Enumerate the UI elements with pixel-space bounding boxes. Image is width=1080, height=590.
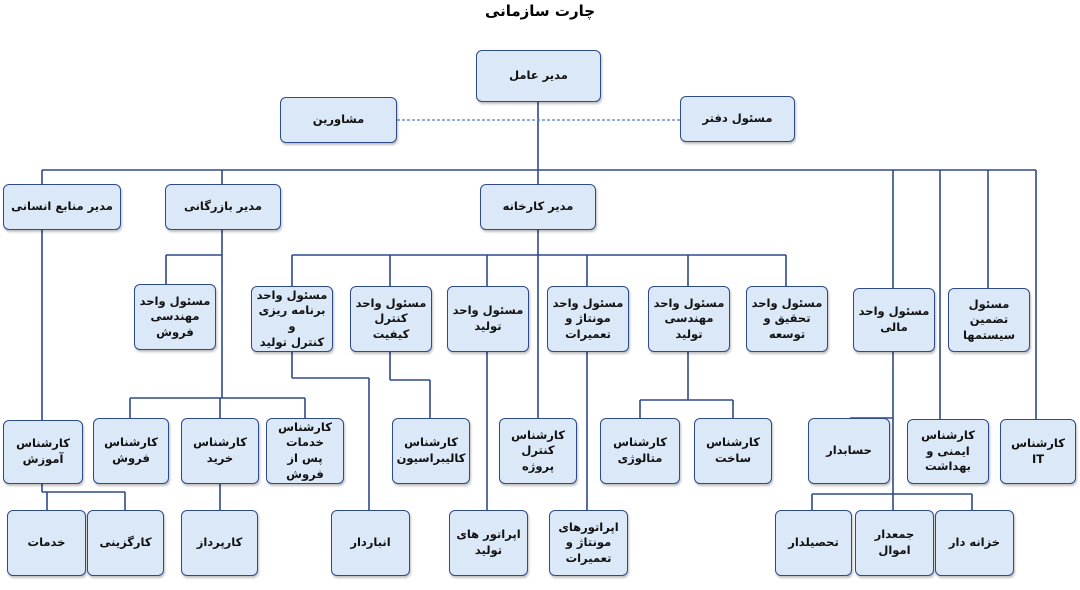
- node-asset-keeper: جمعدار اموال: [855, 510, 934, 576]
- node-recruitment: کارگزینی: [87, 510, 164, 576]
- node-sales-expert: کارشناس فروش: [93, 418, 169, 484]
- node-sales-engineering: مسئول واحد مهندسی فروش: [134, 284, 216, 350]
- node-advisors: مشاورین: [280, 97, 397, 143]
- chart-title: چارت سازمانی: [484, 2, 596, 20]
- node-construction-expert: کارشناس ساخت: [694, 418, 772, 484]
- node-research-development: مسئول واحد تحقیق و توسعه: [746, 286, 828, 352]
- node-ceo: مدیر عامل: [476, 50, 601, 102]
- node-metallurgy-expert: کارشناس متالوژی: [600, 418, 680, 484]
- node-factory: مدیر کارخانه: [480, 184, 596, 230]
- node-quality-control: مسئول واحد کنترل کیفیت: [350, 286, 432, 352]
- node-training-expert: کارشناس آموزش: [3, 420, 83, 484]
- node-assembly: مسئول واحد مونتاژ و تعمیرات: [547, 286, 629, 352]
- node-it-expert: کارشناس IT: [1000, 419, 1076, 484]
- node-production-operators: اپراتور های تولید: [449, 510, 528, 576]
- node-planning: مسئول واحد برنامه ریزی و کنترل تولید: [251, 286, 333, 352]
- node-treasurer: خزانه دار: [935, 510, 1014, 576]
- node-hse-expert: کارشناس ایمنی و بهداشت: [907, 419, 989, 484]
- node-production-engineering: مسئول واحد مهندسی تولید: [648, 286, 730, 352]
- node-commerce: مدیر بازرگانی: [165, 184, 281, 230]
- node-collector: تحصیلدار: [775, 510, 852, 576]
- node-accountant: حسابدار: [808, 418, 890, 484]
- node-buyer: کارپرداز: [181, 510, 258, 576]
- node-purchase-expert: کارشناس خرید: [181, 418, 259, 484]
- node-finance: مسئول واحد مالی: [853, 288, 935, 352]
- node-hr: مدیر منابع انسانی: [3, 184, 121, 230]
- node-warehouse-keeper: انباردار: [331, 510, 410, 576]
- node-project-control-expert: کارشناس کنترل پروژه: [499, 418, 577, 484]
- node-systems-assurance: مسئول تضمین سیستمها: [948, 288, 1030, 352]
- node-services: خدمات: [7, 510, 86, 576]
- node-production: مسئول واحد تولید: [447, 286, 529, 352]
- node-office: مسئول دفتر: [680, 96, 795, 142]
- node-after-sales-expert: کارشناس خدمات پس از فروش: [266, 418, 344, 484]
- node-calibration-expert: کارشناس کالیبراسیون: [392, 418, 470, 484]
- node-assembly-operators: اپراتورهای مونتاژ و تعمیرات: [549, 510, 628, 576]
